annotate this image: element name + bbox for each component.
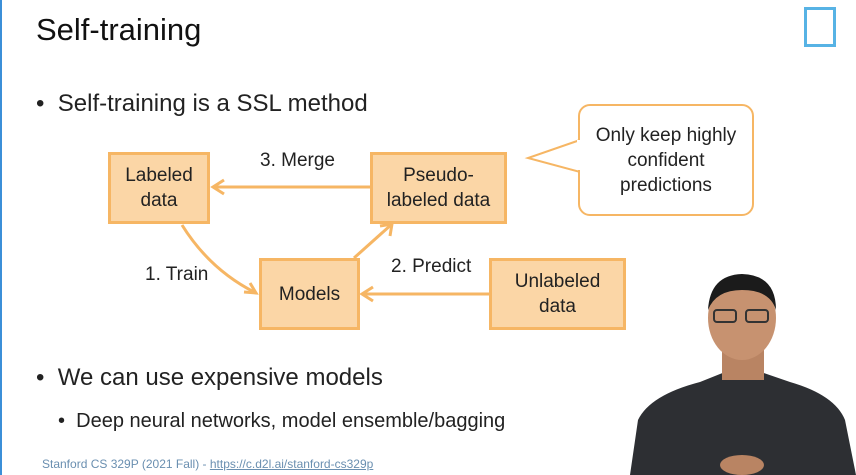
models-box: Models bbox=[259, 258, 360, 330]
slide-title: Self-training bbox=[36, 12, 202, 47]
step-predict-label: 2. Predict bbox=[391, 256, 472, 277]
labeled-data-box: Labeled data bbox=[108, 152, 210, 224]
sub-bullet-text: Deep neural networks, model ensemble/bag… bbox=[76, 410, 506, 432]
callout-bubble: Only keep highly confident predictions bbox=[578, 104, 754, 216]
step-merge-label: 3. Merge bbox=[260, 150, 335, 171]
bullet-1: • Self-training is a SSL method bbox=[36, 90, 368, 117]
presenter-video bbox=[630, 274, 856, 475]
slide-edge bbox=[0, 0, 2, 475]
bullet-text: Self-training is a SSL method bbox=[57, 90, 368, 117]
footer-link[interactable]: https://c.d2l.ai/stanford-cs329p bbox=[209, 457, 374, 471]
predict-to-pseudo-arrow bbox=[352, 222, 394, 260]
callout-text: Only keep highly confident predictions bbox=[595, 124, 737, 196]
footer-text: Stanford CS 329P (2021 Fall) - bbox=[42, 457, 210, 471]
pseudo-line-2: labeled data bbox=[386, 190, 491, 211]
callout-pointer bbox=[524, 138, 581, 174]
step-train-label: 1. Train bbox=[145, 264, 209, 285]
pseudo-labeled-data-box: Pseudo- labeled data bbox=[370, 152, 507, 224]
bullet-text: We can use expensive models bbox=[57, 364, 383, 391]
train-arrow bbox=[180, 224, 257, 295]
sub-bullet-1: • Deep neural networks, model ensemble/b… bbox=[58, 410, 506, 432]
bullet-2: • We can use expensive models bbox=[36, 364, 383, 391]
unlabeled-data-box: Unlabeled data bbox=[489, 258, 626, 330]
footer: Stanford CS 329P (2021 Fall) - https://c… bbox=[42, 457, 373, 471]
pseudo-line-1: Pseudo- bbox=[403, 165, 474, 186]
watermark-logo-icon bbox=[804, 7, 836, 47]
